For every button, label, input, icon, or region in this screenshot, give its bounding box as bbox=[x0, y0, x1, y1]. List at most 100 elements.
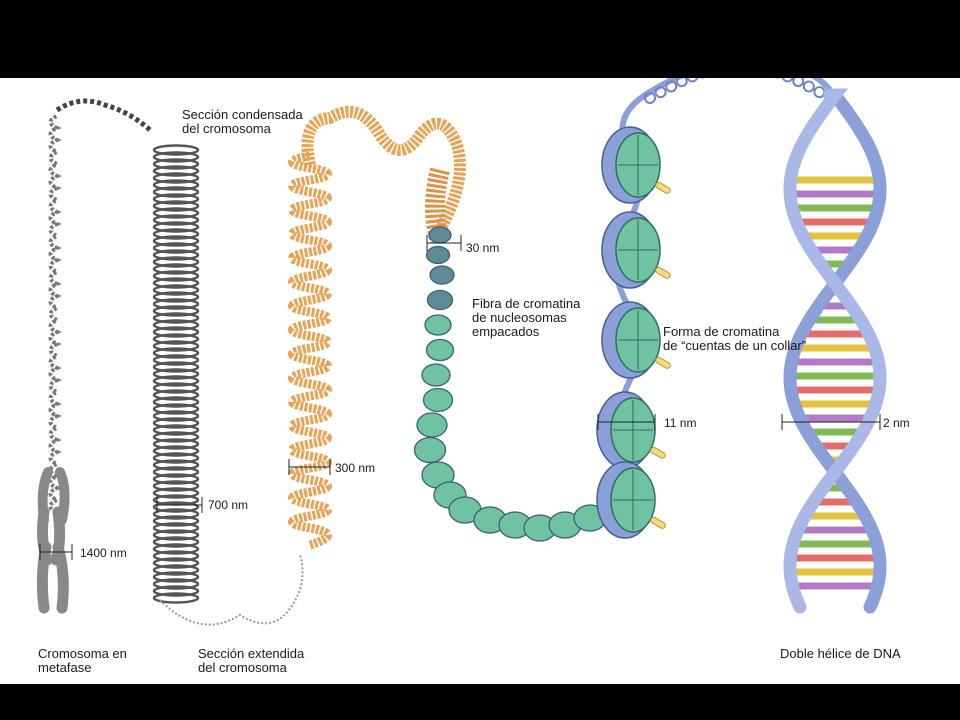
coil-turn bbox=[152, 557, 200, 569]
helix-coil bbox=[644, 92, 656, 104]
label-metaphase-chromosome: Cromosoma en metafase bbox=[38, 646, 127, 675]
histone-tail bbox=[655, 181, 671, 194]
label-chromatin-fiber: Fibra de cromatina de nucleosomas empaca… bbox=[472, 296, 581, 339]
label-700nm: 700 nm bbox=[208, 498, 249, 512]
coil-turn bbox=[152, 207, 200, 219]
coil-turn bbox=[152, 263, 200, 275]
orange-chromatin-fiber bbox=[288, 105, 466, 550]
label-300nm: 300 nm bbox=[335, 461, 376, 475]
histone-tail bbox=[650, 446, 666, 459]
coil-turn bbox=[152, 452, 200, 464]
strand-top-loop bbox=[55, 98, 152, 132]
nucleosome-blob bbox=[421, 363, 451, 387]
histone-tail bbox=[655, 266, 671, 279]
chromatin-diagram bbox=[36, 78, 887, 626]
nucleosome-blob bbox=[425, 338, 455, 362]
dna-backbone bbox=[783, 88, 887, 614]
helix-coil bbox=[813, 86, 826, 99]
coil-turn bbox=[152, 151, 200, 163]
coil-turn bbox=[152, 445, 200, 457]
label-condensed-section: Sección condensada del cromosoma bbox=[182, 107, 303, 136]
helix-coil bbox=[686, 78, 699, 83]
orange-zigzag bbox=[288, 151, 332, 550]
coil-turn bbox=[152, 361, 200, 373]
coil-turn bbox=[152, 466, 200, 478]
coil-turn bbox=[152, 438, 200, 450]
coil-turn bbox=[152, 522, 200, 534]
coil-turn bbox=[152, 172, 200, 184]
nucleosome-blob bbox=[416, 412, 448, 438]
metaphase-strand bbox=[48, 114, 62, 514]
coil-turn bbox=[152, 564, 200, 576]
coil-turn bbox=[152, 431, 200, 443]
coil-turn bbox=[152, 235, 200, 247]
helix-coil bbox=[802, 80, 815, 93]
nucleosome-blob bbox=[429, 265, 455, 285]
coil-turn bbox=[152, 501, 200, 513]
metaphase-chromosome bbox=[36, 98, 152, 614]
nucleosome-blob bbox=[413, 436, 447, 464]
label-dna-double-helix: Doble hélice de DNA bbox=[780, 646, 901, 661]
label-11nm: 11 nm bbox=[664, 416, 697, 430]
packed-nucleosome-fiber bbox=[413, 226, 607, 542]
coil-turn bbox=[152, 403, 200, 415]
coil-turn bbox=[152, 270, 200, 282]
coil-turn bbox=[152, 368, 200, 380]
helix-coil bbox=[675, 78, 688, 88]
coil-turn bbox=[152, 480, 200, 492]
diagram-panel: Sección condensada del cromosoma 30 nm F… bbox=[0, 78, 960, 684]
coil-turn bbox=[152, 340, 200, 352]
coil-turn bbox=[152, 284, 200, 296]
orange-thick-segment bbox=[425, 167, 450, 244]
coil-turn bbox=[152, 529, 200, 541]
coil-turn bbox=[152, 382, 200, 394]
coil-turn bbox=[152, 375, 200, 387]
helix-coil bbox=[781, 78, 794, 83]
nucleosome-blob bbox=[426, 289, 454, 311]
label-30nm: 30 nm bbox=[466, 241, 500, 255]
coil-turn bbox=[152, 571, 200, 583]
extended-strand bbox=[159, 554, 304, 626]
coil-turn bbox=[152, 291, 200, 303]
chromatid-arm bbox=[36, 541, 52, 614]
coil-turn bbox=[152, 508, 200, 520]
coil-turn bbox=[152, 459, 200, 471]
coil-turn bbox=[152, 333, 200, 345]
coil-turn bbox=[152, 473, 200, 485]
chromatid-arm bbox=[55, 467, 70, 525]
coil-turn bbox=[152, 550, 200, 562]
label-extended-section: Sección extendida del cromosoma bbox=[198, 646, 305, 675]
coil-turn bbox=[152, 277, 200, 289]
coil-turn bbox=[152, 536, 200, 548]
coil-turn bbox=[152, 193, 200, 205]
coil-turn bbox=[152, 200, 200, 212]
label-2nm: 2 nm bbox=[883, 416, 910, 430]
helix-coil bbox=[665, 80, 678, 93]
orange-top-loop bbox=[301, 105, 466, 233]
nucleosome-blob bbox=[424, 314, 452, 336]
coil-turn bbox=[152, 144, 200, 156]
coil-turn bbox=[152, 256, 200, 268]
coil-turn bbox=[152, 515, 200, 527]
coil-turn bbox=[152, 326, 200, 338]
nucleosome-blob bbox=[422, 387, 454, 413]
condensed-chromosome-section bbox=[152, 144, 304, 626]
coil-turn bbox=[152, 396, 200, 408]
dna-double-helix bbox=[783, 88, 887, 614]
coil-turn bbox=[152, 424, 200, 436]
coil-turn bbox=[152, 410, 200, 422]
nucleosome-blob bbox=[428, 226, 452, 244]
coil-turn bbox=[152, 389, 200, 401]
coil-turn bbox=[152, 165, 200, 177]
coil-turn bbox=[152, 305, 200, 317]
coil-turn bbox=[152, 578, 200, 590]
dimension-markers bbox=[39, 235, 881, 560]
beads-on-string-chromatin bbox=[596, 78, 836, 539]
coil-turn bbox=[152, 354, 200, 366]
coil-turn bbox=[152, 417, 200, 429]
coil-turn bbox=[152, 242, 200, 254]
histone-tail bbox=[655, 356, 671, 369]
coil-turn bbox=[152, 319, 200, 331]
coil-turn bbox=[152, 158, 200, 170]
coil-turn bbox=[152, 214, 200, 226]
